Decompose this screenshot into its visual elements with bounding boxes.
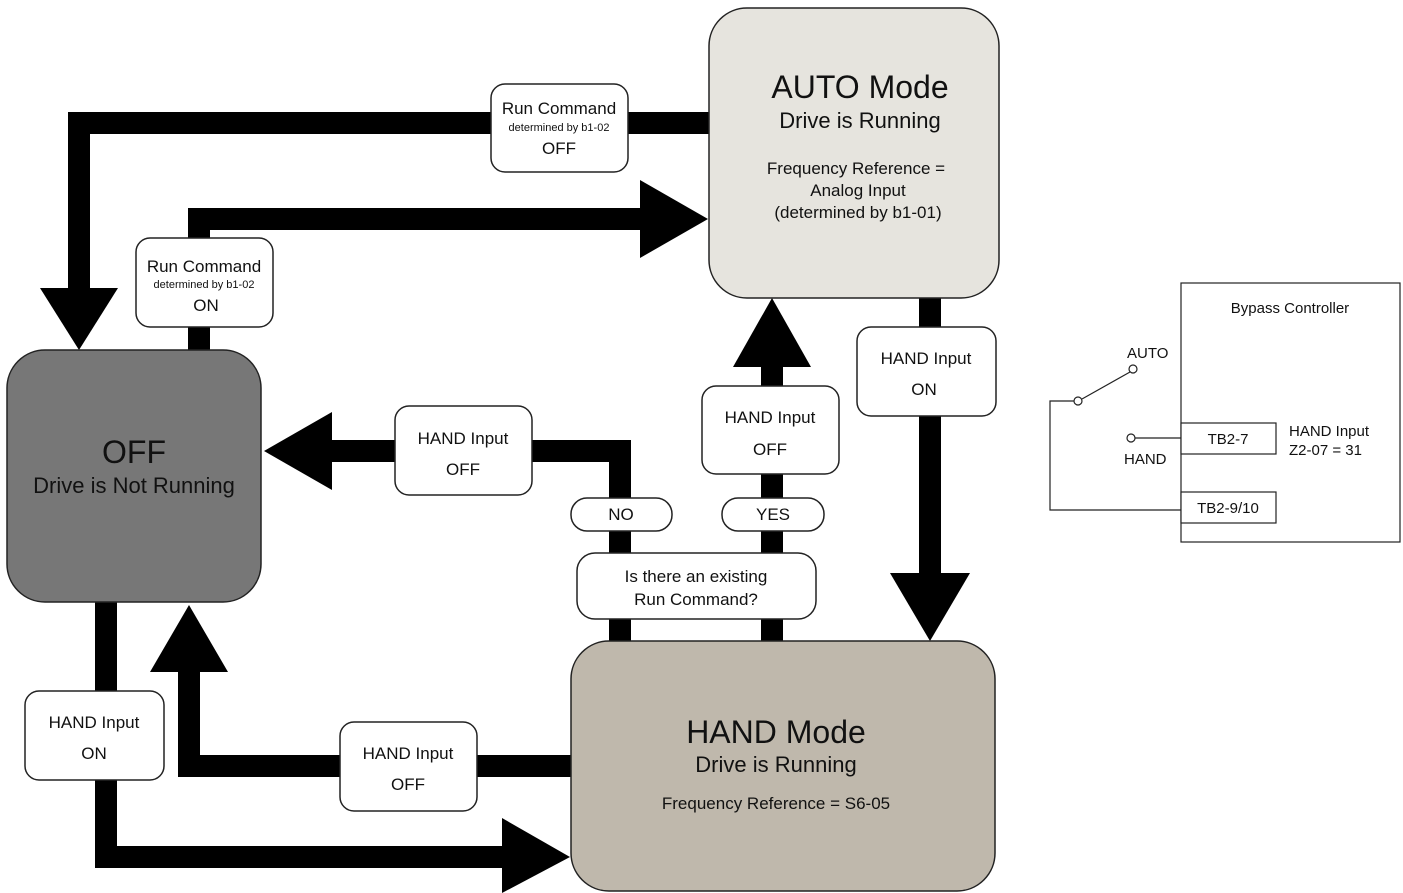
arrow-head-right-to-auto — [640, 180, 708, 258]
hand-input-param: Z2-07 = 31 — [1289, 442, 1362, 459]
hand-off-yes-line1: HAND Input — [725, 408, 816, 427]
label-run-command-off: Run Command determined by b1-02 OFF — [490, 83, 629, 173]
hand-off-yes-line2: OFF — [753, 440, 787, 459]
hand-on-right-line2: ON — [911, 380, 937, 399]
pill-yes-text: YES — [756, 505, 790, 524]
label-hand-input-off-no: HAND Input OFF — [394, 405, 533, 496]
arrow-heads — [40, 180, 970, 893]
label-run-command-on: Run Command determined by b1-02 ON — [135, 237, 274, 328]
hand-mode-line1: Frequency Reference = S6-05 — [662, 794, 890, 813]
auto-mode-title: AUTO Mode — [771, 69, 948, 105]
bypass-controller-title: Bypass Controller — [1231, 300, 1349, 317]
auto-mode-line1: Frequency Reference = — [767, 159, 945, 178]
auto-mode-shape — [708, 7, 1000, 299]
terminal-tb2-9-10 — [1180, 491, 1277, 524]
terminal-tb2-7-label: TB2-7 — [1208, 431, 1249, 448]
run-cmd-on-line3: ON — [193, 296, 219, 315]
run-cmd-off-line3: OFF — [542, 139, 576, 158]
auto-mode-line2: Analog Input — [810, 181, 906, 200]
off-mode-subtitle: Drive is Not Running — [33, 473, 235, 498]
pill-no-text: NO — [608, 505, 634, 524]
hand-mode-shape — [570, 640, 996, 892]
off-mode-title: OFF — [102, 434, 166, 470]
arrow-head-left-to-off — [264, 412, 332, 490]
terminal-tb2-9-10-label: TB2-9/10 — [1197, 500, 1259, 517]
off-mode-box: OFF Drive is Not Running — [6, 349, 262, 603]
terminal-tb2-7 — [1180, 422, 1277, 455]
arrow-head-down-to-off — [40, 288, 118, 350]
question-line1: Is there an existing — [625, 567, 768, 586]
hand-off-bottom-line1: HAND Input — [363, 744, 454, 763]
label-hand-input-off-bottom: HAND Input OFF — [339, 721, 478, 812]
arrow-head-up-to-auto — [733, 298, 811, 367]
hand-on-left-line2: ON — [81, 744, 107, 763]
run-cmd-off-line2: determined by b1-02 — [509, 122, 610, 134]
hand-input-note: HAND Input — [1289, 423, 1370, 440]
hand-on-left-line1: HAND Input — [49, 713, 140, 732]
run-cmd-on-line2: determined by b1-02 — [154, 279, 255, 291]
pill-no: NO — [570, 497, 673, 532]
label-hand-input-on-right: HAND Input ON — [856, 326, 997, 417]
label-hand-input-off-yes: HAND Input OFF — [701, 385, 840, 475]
arrow-head-right-to-hand — [502, 818, 570, 893]
hand-mode-subtitle: Drive is Running — [695, 752, 856, 777]
hand-off-no-line1: HAND Input — [418, 429, 509, 448]
auto-mode-subtitle: Drive is Running — [779, 108, 940, 133]
question-line2: Run Command? — [634, 590, 758, 609]
run-cmd-on-line1: Run Command — [147, 257, 261, 276]
off-mode-shape — [6, 349, 262, 603]
auto-mode-box: AUTO Mode Drive is Running Frequency Ref… — [708, 7, 1000, 299]
hand-off-no-line2: OFF — [446, 460, 480, 479]
switch-auto-label: AUTO — [1127, 345, 1168, 362]
arrow-head-up-to-off — [150, 605, 228, 672]
hand-mode-title: HAND Mode — [686, 714, 866, 750]
label-hand-input-on-left: HAND Input ON — [24, 690, 165, 781]
run-cmd-off-line1: Run Command — [502, 99, 616, 118]
arrow-head-down-to-hand — [890, 573, 970, 641]
hand-on-right-line1: HAND Input — [881, 349, 972, 368]
switch-hand-contact — [1126, 433, 1136, 443]
auto-mode-line3: (determined by b1-01) — [774, 203, 941, 222]
hand-off-bottom-line2: OFF — [391, 775, 425, 794]
question-box: Is there an existing Run Command? — [576, 552, 817, 620]
switch-auto-contact — [1128, 364, 1138, 374]
pill-yes: YES — [721, 497, 825, 532]
switch-hand-label: HAND — [1124, 451, 1167, 468]
hand-mode-box: HAND Mode Drive is Running Frequency Ref… — [570, 640, 996, 892]
bypass-controller: Bypass Controller TB2-7 TB2-9/10 HAND In… — [1049, 282, 1401, 543]
switch-pivot — [1073, 396, 1083, 406]
